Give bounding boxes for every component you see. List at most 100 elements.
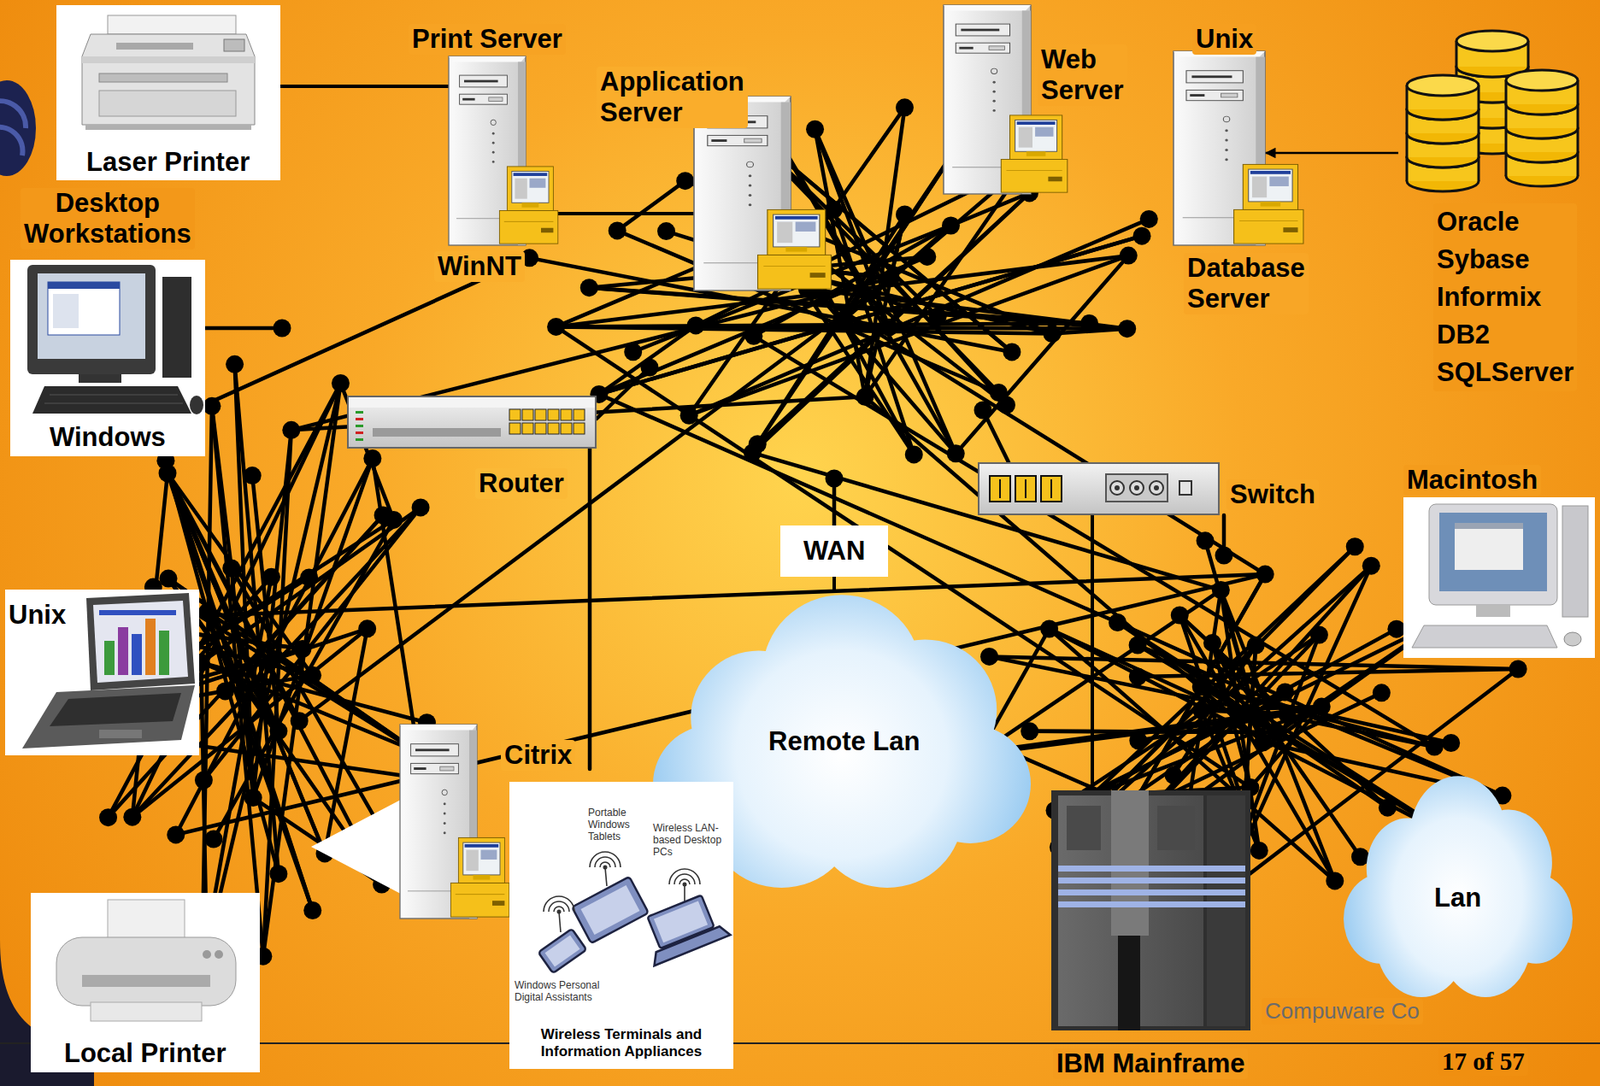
icon-part: [1248, 169, 1293, 202]
watermark: Compuware Co: [1261, 998, 1424, 1025]
network-dot: [1372, 683, 1391, 702]
label-slot: Desktop Workstations: [20, 188, 195, 250]
label-slot: Lan: [1434, 882, 1482, 914]
icon-part: [747, 665, 937, 852]
icon-part: [605, 867, 607, 887]
icon-part: [560, 423, 572, 435]
network-dot: [158, 570, 177, 589]
icon-part: [413, 767, 426, 771]
icon-part: [99, 73, 228, 83]
network-dot: [1310, 626, 1329, 645]
node-label: Application Server: [596, 66, 748, 129]
label-slot: Macintosh: [1403, 464, 1542, 496]
icon-part: [589, 852, 621, 868]
icon-part: [443, 812, 447, 816]
icon-part: [1206, 795, 1246, 1027]
icon-part: [1454, 523, 1524, 530]
icon-part: [758, 254, 832, 289]
web-server-node: Web Server: [943, 5, 1031, 195]
icon-part: [1282, 227, 1298, 233]
icon-part: [52, 294, 79, 329]
node-label: Web Server: [1037, 44, 1128, 106]
icon-part: [1456, 30, 1529, 52]
icon-part: [993, 109, 996, 112]
network-dot: [244, 788, 263, 807]
label-slot: Print Server: [408, 23, 566, 55]
icon-part: [1191, 75, 1232, 78]
desktop-icon: [10, 259, 206, 419]
icon-part: [441, 789, 448, 796]
icon-part: [1058, 865, 1246, 872]
icon-part: [1562, 505, 1589, 618]
icon-part: [541, 228, 553, 234]
icon-part: [511, 170, 549, 203]
label-slot: Compuware Co: [1261, 998, 1424, 1025]
icon-part: [810, 272, 826, 278]
icon-part: [1018, 127, 1033, 148]
network-dot: [1211, 581, 1230, 600]
network-dot: [1164, 766, 1183, 785]
label-slot: IBM Mainframe: [1052, 1048, 1248, 1080]
connector: [280, 84, 449, 89]
network-dot: [580, 278, 599, 297]
icon-part: [488, 97, 503, 102]
network-dot: [805, 120, 824, 139]
network-dot: [676, 171, 695, 190]
icon-part: [776, 222, 793, 244]
icon-part: [767, 209, 826, 255]
network-link: [211, 405, 232, 569]
icon-part: [669, 869, 700, 885]
icon-part: [594, 857, 616, 868]
icon-part: [347, 396, 596, 448]
icon-part: [600, 862, 611, 868]
network-dot: [1378, 799, 1397, 818]
wireless-devices-node: Portable Windows TabletsWireless LAN-bas…: [509, 782, 734, 1070]
icon-part: [107, 15, 236, 35]
icon-part: [93, 600, 189, 683]
network-dot: [293, 640, 312, 659]
network-dot: [358, 619, 377, 638]
network-dot: [1020, 722, 1039, 741]
laser-icon: [56, 5, 281, 142]
label-slot: Application Server: [596, 66, 748, 129]
connector: [832, 576, 836, 592]
icon-part: [82, 34, 255, 125]
icon-part: [443, 802, 447, 806]
network-dot: [1170, 605, 1189, 624]
network-dot: [1215, 547, 1234, 565]
icon-part: [1058, 877, 1246, 884]
network-dot: [1129, 731, 1148, 750]
icon-part: [955, 23, 1010, 36]
node-label: Laser Printer: [86, 147, 250, 178]
icon-part: [104, 641, 115, 676]
application-server-node: Application Server: [694, 96, 791, 291]
network-dot: [198, 603, 217, 622]
network-dot: [1509, 660, 1528, 679]
network-dot: [411, 498, 430, 517]
network-dot: [1192, 701, 1211, 720]
label-slot: Local Printer: [64, 1038, 227, 1070]
network-dot: [1002, 342, 1021, 361]
network-link: [599, 325, 696, 395]
icon-part: [86, 593, 195, 691]
laser-printer-node: Laser Printer: [56, 5, 281, 181]
network-link: [205, 326, 283, 331]
network-dot: [1133, 227, 1152, 246]
network-dot: [743, 443, 762, 462]
node-label: Citrix: [500, 740, 576, 771]
icon-part: [1429, 504, 1558, 606]
icon-part: [773, 214, 820, 248]
icon-part: [744, 138, 762, 143]
icon-part: [459, 75, 508, 88]
icon-part: [47, 282, 120, 336]
icon-part: [411, 763, 459, 774]
network-link: [617, 181, 686, 231]
icon-part: [1189, 94, 1205, 97]
icon-part: [145, 618, 156, 676]
network-dot: [202, 397, 221, 416]
label-slot: 17 of 57: [1438, 1047, 1529, 1077]
network-link: [1029, 731, 1277, 733]
network-dot: [1346, 537, 1365, 556]
label-slot: Switch: [1226, 479, 1319, 511]
icon-part: [355, 424, 364, 428]
